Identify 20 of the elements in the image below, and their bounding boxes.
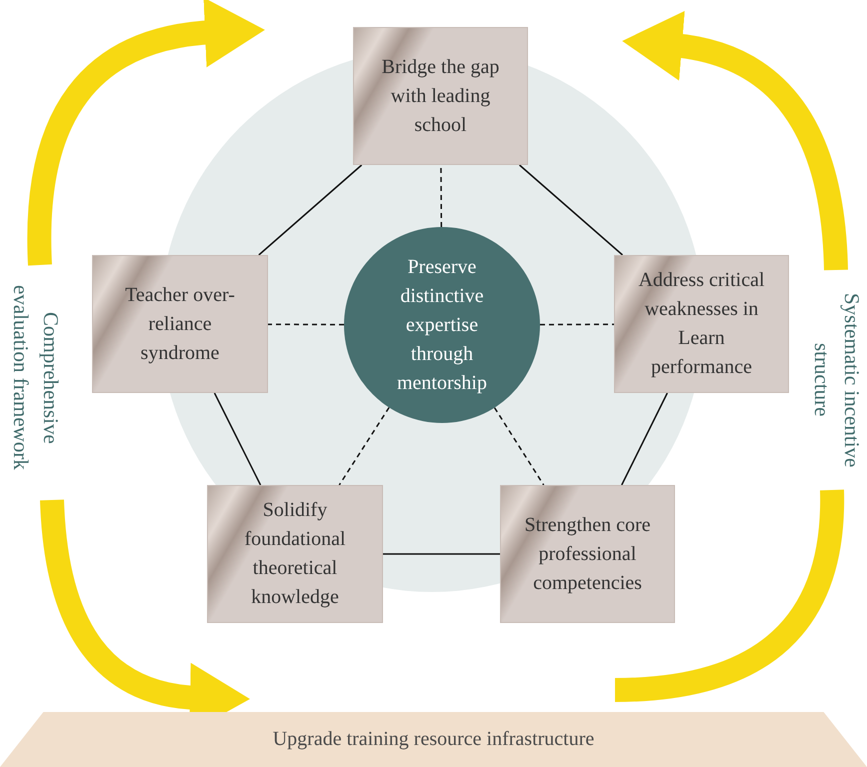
connector-line xyxy=(519,164,623,256)
text-box: Bridge the gap with leading school xyxy=(353,27,528,165)
connector-line xyxy=(258,164,362,256)
text-box: Strengthen core professional competencies xyxy=(500,485,675,623)
text-box: Solidify foundational theoretical knowledge xyxy=(207,485,383,623)
connector-line xyxy=(338,407,390,486)
connector-line xyxy=(494,407,544,486)
connector-line xyxy=(214,392,262,486)
connector-line xyxy=(440,165,442,227)
connector-line xyxy=(621,392,668,486)
text-box: Teacher over-reliance syndrome xyxy=(92,255,268,393)
text-box: Address critical weaknesses in Learn performance xyxy=(614,255,789,393)
connector-line xyxy=(268,324,344,326)
connector-line xyxy=(383,553,500,555)
side-label: Comprehensive evaluation framework xyxy=(2,270,70,485)
curved-arrow xyxy=(27,0,265,266)
curved-arrow xyxy=(622,12,848,271)
band-label: Upgrade training resource infrastructure xyxy=(0,712,867,767)
side-label: Systematic incentive structure xyxy=(808,270,866,490)
connector-line xyxy=(540,324,614,326)
